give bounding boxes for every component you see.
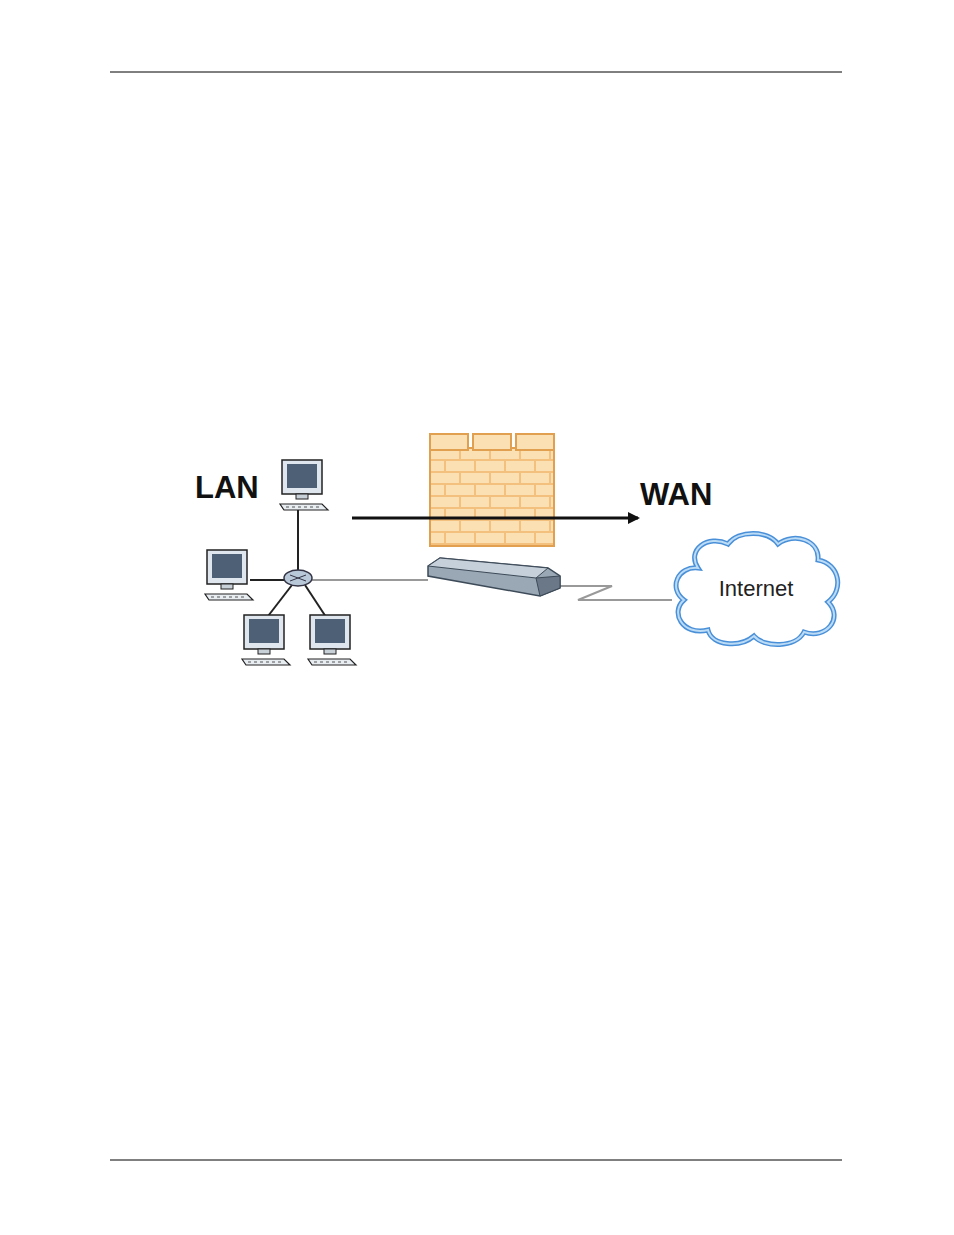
- firewall: [430, 434, 554, 546]
- computer: [205, 550, 253, 600]
- computer: [308, 615, 356, 665]
- network-label: LAN: [195, 472, 259, 503]
- node-text: Internet: [719, 578, 794, 600]
- footer-rule: [110, 1160, 842, 1161]
- traffic-arrow: [352, 517, 638, 520]
- hub: [284, 570, 312, 586]
- internet-cloud: Internet: [668, 528, 844, 650]
- computer: [280, 460, 328, 510]
- router-device: [428, 558, 560, 596]
- header-rule: [110, 72, 842, 73]
- wires: [250, 505, 672, 620]
- network-label: WAN: [640, 479, 712, 510]
- computer: [242, 615, 290, 665]
